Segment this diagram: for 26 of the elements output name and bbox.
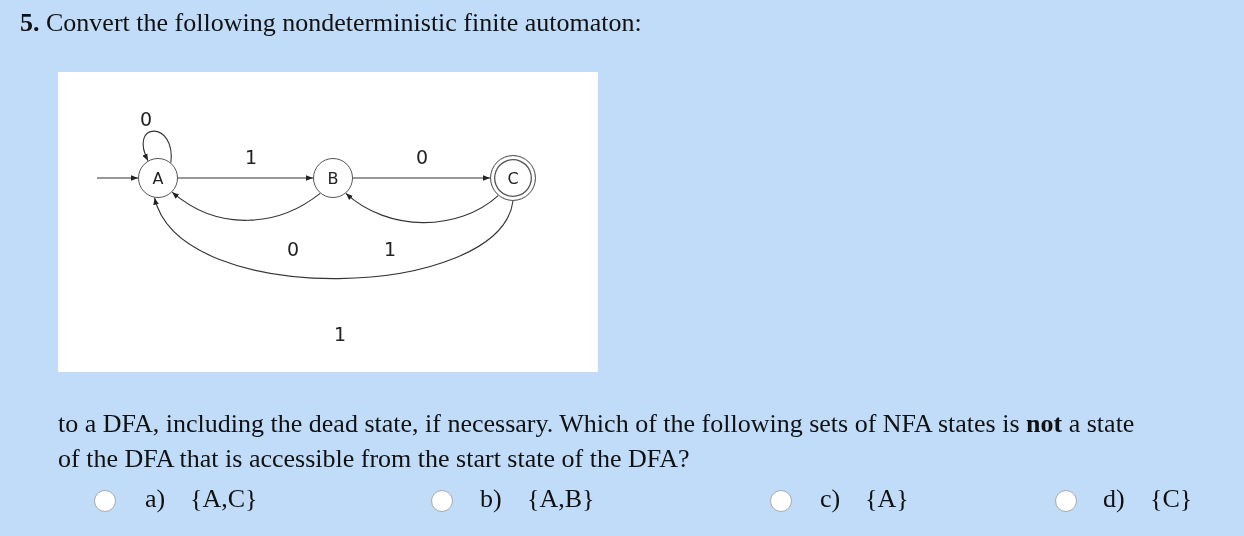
option-text: {A} xyxy=(865,484,909,514)
option-text: {A,C} xyxy=(190,484,258,514)
transition-arrow xyxy=(352,175,491,181)
option-text: {C} xyxy=(1150,484,1193,514)
question-text: to a DFA, including the dead state, if necessary. Which of the following sets of NFA states is not a state of the DFA that is accessible from the start state of the DFA? xyxy=(58,408,1136,475)
edge-label: 0 xyxy=(287,240,300,259)
option-letter: b) xyxy=(480,484,502,514)
accepting-state-circle: C xyxy=(490,155,536,201)
edge-label: 1 xyxy=(334,325,347,344)
state-circle: B xyxy=(313,158,353,198)
edge-label: 0 xyxy=(416,148,429,167)
option-letter: a) xyxy=(145,484,166,514)
transition-arrow xyxy=(96,175,139,181)
edge-label: 0 xyxy=(140,110,153,129)
transition-arrow xyxy=(171,191,321,221)
transition-arrow xyxy=(177,175,314,181)
transition-arrow xyxy=(142,130,172,164)
question-title: 5. Convert the following nondeterministic finite automaton: xyxy=(20,8,642,38)
state-circle: A xyxy=(138,158,178,198)
option-letter: c) xyxy=(820,484,841,514)
edge-label: 1 xyxy=(384,240,397,259)
option-text: {A,B} xyxy=(527,484,595,514)
edge-label: 1 xyxy=(245,148,258,167)
transition-arrow xyxy=(154,197,514,280)
transition-arrow xyxy=(345,192,499,224)
option-letter: d) xyxy=(1103,484,1125,514)
